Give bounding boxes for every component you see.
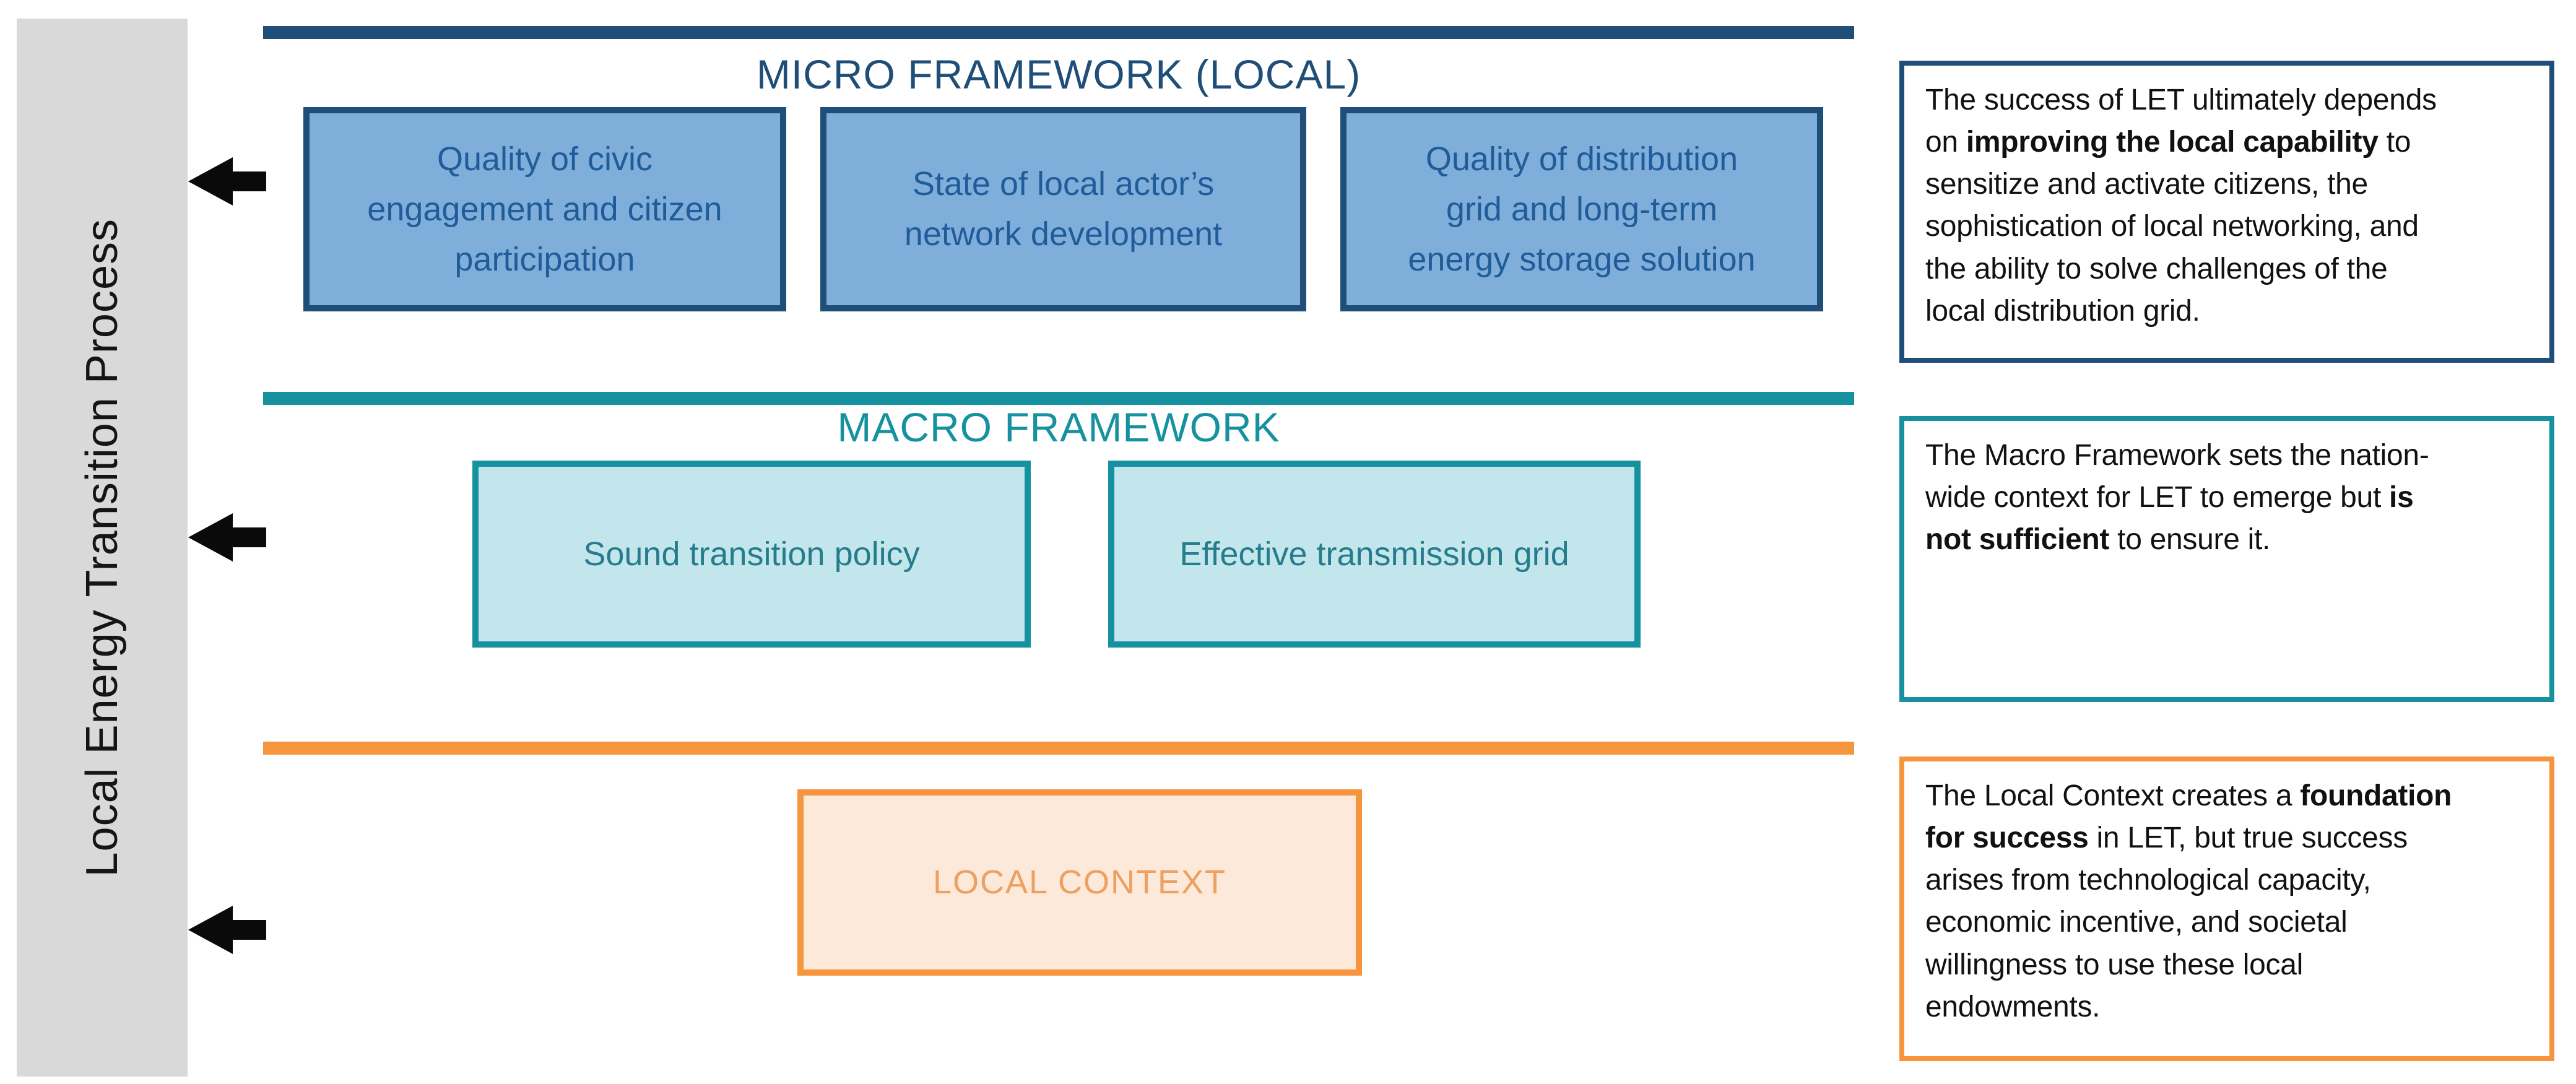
macro-section-title: MACRO FRAMEWORK [837,404,1280,450]
process-sidebar-label: Local Energy Transition Process [77,218,127,877]
micro-note: The success of LET ultimately depends on… [1899,61,2554,363]
macro-box-transmission-grid: Effective transmission grid [1108,461,1641,648]
micro-section-title: MICRO FRAMEWORK (LOCAL) [756,51,1361,97]
macro-box-transition-policy: Sound transition policy [472,461,1031,648]
micro-box-actor-network: State of local actor’s network developme… [820,107,1306,311]
local-section-bar [263,742,1854,755]
macro-note: The Macro Framework sets the nation- wid… [1899,416,2554,702]
micro-box-civic-engagement: Quality of civic engagement and citizen … [303,107,786,311]
left-arrow-macro-icon [188,513,266,562]
macro-section-bar [263,392,1854,405]
left-arrow-local-icon [188,906,266,954]
local-note: The Local Context creates a foundation f… [1899,757,2554,1061]
local-context-box: LOCAL CONTEXT [797,789,1362,976]
process-sidebar: Local Energy Transition Process [17,19,188,1077]
micro-box-distribution-grid: Quality of distribution grid and long-te… [1340,107,1823,311]
micro-section-bar [263,26,1854,39]
left-arrow-micro-icon [188,157,266,206]
